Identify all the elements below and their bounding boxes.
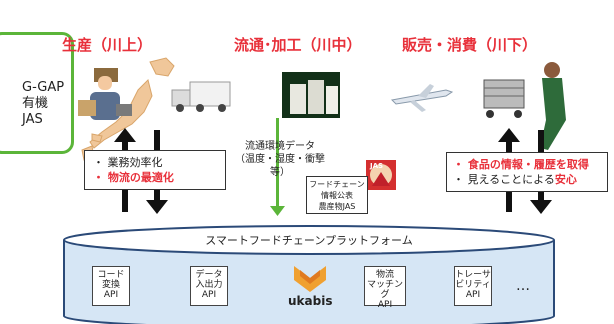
green-down-arrow <box>270 118 285 216</box>
ukabis-logo-icon <box>294 266 326 292</box>
consumer-benefit-2: ・ 見えることによる安心 <box>453 173 577 186</box>
production-benefit-2: ・ 物流の最適化 <box>93 171 174 184</box>
stage-sales-title: 販売・消費（川下） <box>402 36 538 54</box>
jas-card-line2: 情報公表 <box>321 191 353 200</box>
shopping-cart-icon <box>483 79 525 118</box>
certification-panel <box>0 32 74 154</box>
consumer-benefits-box: ・ 食品の情報・履歴を取得 ・ 見えることによる安心 <box>446 152 608 192</box>
production-benefit-1: ・ 業務効率化 <box>93 156 163 169</box>
cert-jas: JAS <box>22 112 43 127</box>
stage-distribution-title: 流通･加工（川中） <box>234 36 362 54</box>
more-apis-ellipsis: … <box>516 278 530 294</box>
cert-ggap: G-GAP <box>22 80 65 95</box>
stage-production-title: 生産（川上） <box>62 36 153 54</box>
shopper-icon <box>540 62 566 150</box>
jas-card-line3: 農産物JAS <box>318 202 356 211</box>
japan-map-icon <box>81 57 175 161</box>
environment-data-note: 流通環境データ （温度・湿度・衝撃等） <box>228 140 332 179</box>
jas-logo-label: JAS <box>370 162 384 170</box>
environment-data-line2: （温度・湿度・衝撃等） <box>235 154 325 178</box>
airplane-icon <box>390 84 454 112</box>
farmer-icon <box>78 68 132 120</box>
cert-organic: 有機 <box>22 96 49 111</box>
production-benefits-box: ・ 業務効率化 ・ 物流の最適化 <box>84 150 226 190</box>
truck-icon <box>171 81 231 112</box>
certification-list: G-GAP 有機 JAS <box>22 80 64 128</box>
environment-data-line1: 流通環境データ <box>245 141 315 152</box>
ukabis-logo-text: ukabis <box>288 294 333 308</box>
jas-card-line1: フードチェーン <box>309 180 365 189</box>
platform-title: スマートフードチェーンプラットフォーム <box>205 234 413 247</box>
food-chain-jas-card: フードチェーン 情報公表 農産物JAS <box>306 176 368 214</box>
consumer-benefit-1: ・ 食品の情報・履歴を取得 <box>453 158 589 171</box>
jas-logo-icon <box>366 160 396 190</box>
warehouse-icon <box>282 72 340 118</box>
